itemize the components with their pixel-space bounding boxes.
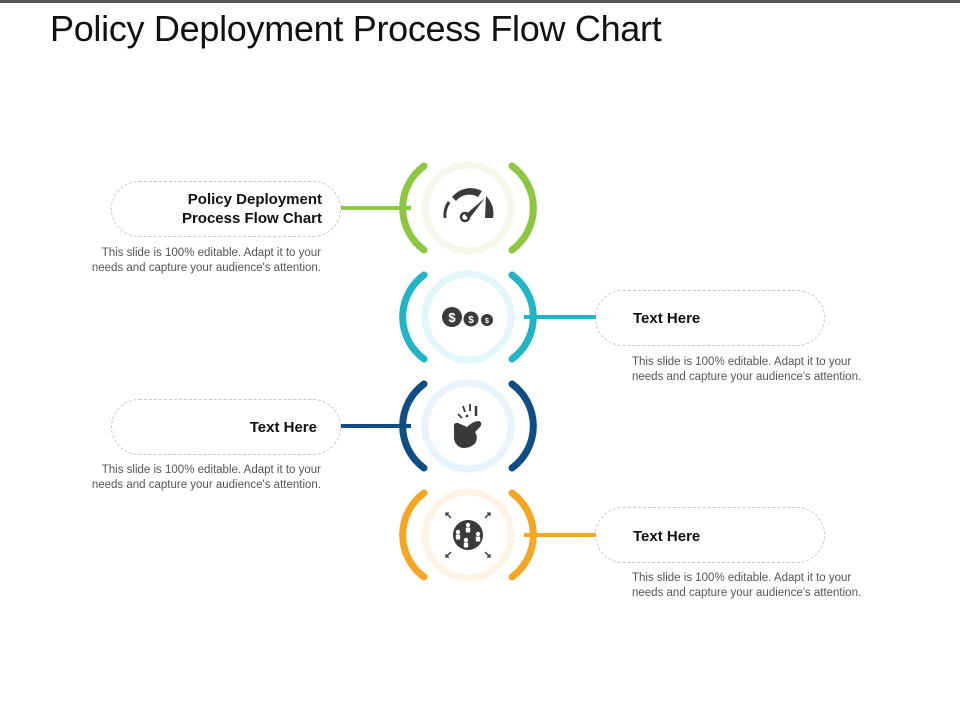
step-2-pill: [595, 290, 825, 346]
step-1-right-arc: [508, 162, 537, 254]
step-3-connector: [341, 424, 411, 428]
step-1-label-line-1: Policy Deployment: [187, 191, 322, 208]
step-1-description: This slide is 100% editable. Adapt it to…: [61, 246, 321, 276]
step-3-label: Text Here: [249, 419, 317, 436]
dollar-coins-icon: $ $ $: [442, 307, 493, 327]
step-4-description-line-2: needs and capture your audience's attent…: [632, 587, 862, 599]
step-3-left-arc: [399, 380, 428, 472]
step-2-left-arc: [399, 271, 428, 363]
step-3-description-line-2: needs and capture your audience's attent…: [91, 479, 321, 491]
step-4-label: Text Here: [633, 528, 701, 545]
step-3-right-arc: [508, 380, 537, 472]
step-2-label: Text Here: [633, 310, 701, 327]
step-2-description: This slide is 100% editable. Adapt it to…: [632, 355, 892, 385]
step-1-label-line-2: Process Flow Chart: [181, 210, 322, 227]
step-1-connector: [341, 206, 411, 210]
step-4-right-arc: [508, 489, 537, 581]
step-3-inner-ring: [421, 379, 515, 473]
step-1-description-line-2: needs and capture your audience's attent…: [91, 262, 321, 274]
step-3-pill: [111, 399, 341, 455]
step-4-left-arc: [399, 489, 428, 581]
hand-snap-icon: [453, 404, 482, 448]
step-1-description-line-1: This slide is 100% editable. Adapt it to…: [101, 247, 321, 259]
step-2-connector: [524, 315, 596, 319]
step-2-right-arc: [508, 271, 537, 363]
top-border: [0, 0, 960, 3]
step-4-pill: [595, 507, 825, 563]
step-1-inner-ring: [421, 161, 515, 255]
step-1-pill: [111, 181, 341, 237]
svg-text:$: $: [485, 318, 489, 325]
step-2-description-line-2: needs and capture your audience's attent…: [632, 371, 862, 383]
step-2-description-line-1: This slide is 100% editable. Adapt it to…: [632, 356, 852, 368]
svg-text:$: $: [448, 310, 456, 325]
people-network-icon: [445, 512, 491, 558]
step-4-node: [399, 488, 537, 582]
step-1-node: [399, 161, 537, 255]
svg-text:$: $: [468, 315, 474, 326]
step-4-connector: [524, 533, 596, 537]
step-3-description-line-1: This slide is 100% editable. Adapt it to…: [101, 464, 321, 476]
step-1-label: Policy Deployment Process Flow Chart: [120, 190, 322, 228]
step-4-description-line-1: This slide is 100% editable. Adapt it to…: [632, 572, 852, 584]
step-3-description: This slide is 100% editable. Adapt it to…: [61, 463, 321, 493]
step-3-node: [399, 379, 537, 473]
speedometer-icon: [443, 188, 494, 223]
slide-title: Policy Deployment Process Flow Chart: [50, 8, 662, 49]
step-2-node: $ $ $: [399, 270, 537, 364]
step-4-description: This slide is 100% editable. Adapt it to…: [632, 571, 892, 601]
step-1-left-arc: [399, 162, 428, 254]
